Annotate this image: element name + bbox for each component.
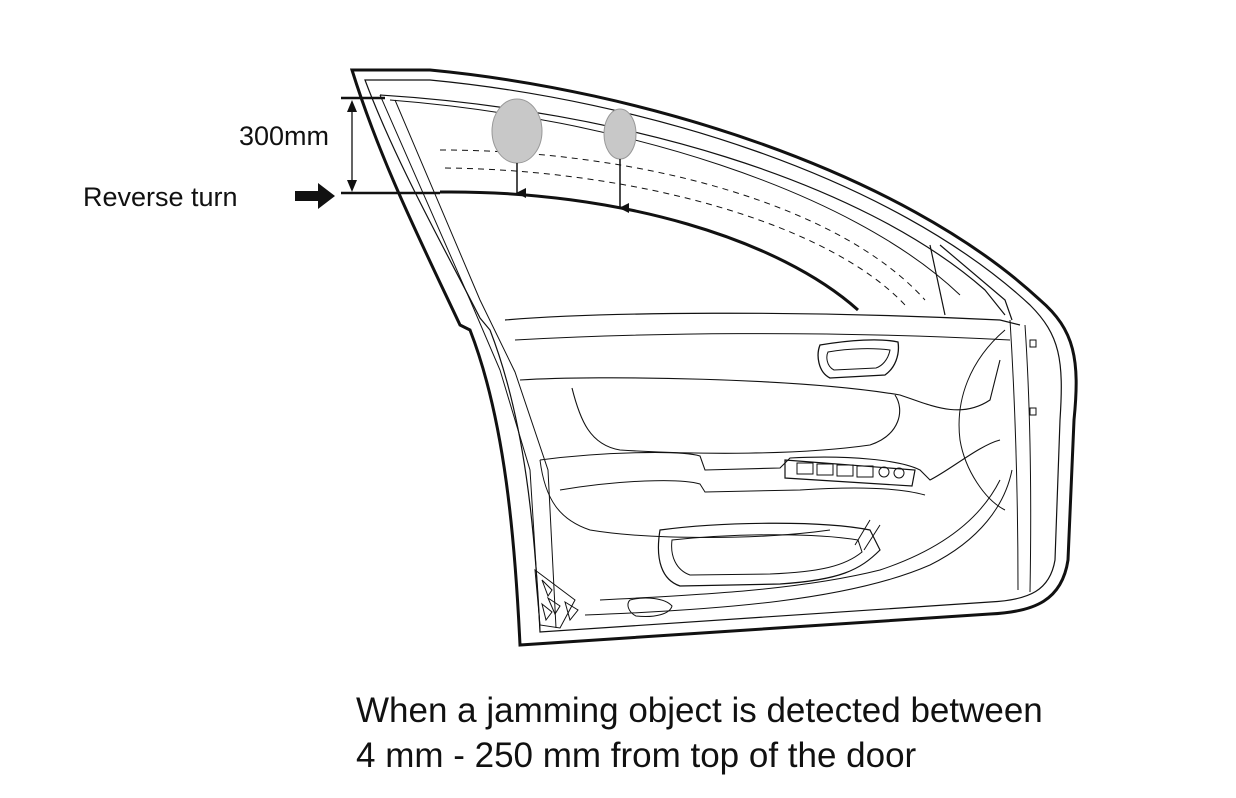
a-pillar-line-2 — [394, 99, 557, 629]
lower-trim-sweep-2 — [584, 469, 1013, 616]
glass-top-edge — [439, 190, 860, 312]
window-frame-top-2 — [389, 99, 961, 296]
door-pocket-outer — [657, 522, 881, 587]
trim-upper-curve — [519, 359, 1001, 411]
door-pocket-slats — [854, 519, 881, 551]
lower-trim-sweep — [599, 479, 1001, 601]
armrest-bottom — [559, 480, 926, 496]
window-dashed-line-2 — [444, 167, 906, 306]
trim-panel-curve — [571, 387, 901, 454]
dimension-label: 300mm — [239, 121, 329, 151]
a-pillar-line-1 — [379, 94, 541, 631]
speaker-grille — [534, 568, 576, 629]
caption: When a jamming object is detected betwee… — [356, 688, 1043, 778]
belt-line-2 — [514, 333, 1011, 341]
caption-line-2: 4 mm - 250 mm from top of the door — [356, 736, 917, 775]
dimension-arrowhead-bottom — [347, 180, 357, 192]
door-curve-front — [958, 329, 1006, 511]
armrest-top — [539, 439, 1001, 481]
door-outer-outline — [349, 68, 1078, 647]
dimension-arrowhead-top — [347, 100, 357, 112]
jamming-object-small — [603, 108, 637, 160]
window-switch-pack — [784, 459, 916, 487]
caption-line-1: When a jamming object is detected betwee… — [356, 691, 1043, 730]
door-handle — [817, 339, 900, 379]
reverse-turn-arrow-icon — [295, 183, 335, 209]
reverse-turn-label: Reverse turn — [83, 182, 238, 212]
grille-slats — [541, 579, 579, 622]
belt-line — [504, 312, 1021, 326]
door-handle-inner — [826, 348, 891, 371]
b-pillar — [929, 244, 1013, 321]
jamming-object-large — [491, 98, 543, 164]
window-dashed-line-1 — [439, 149, 926, 301]
switch-buttons — [796, 462, 905, 479]
latch-square-1 — [1029, 339, 1037, 348]
lower-pocket-handle — [627, 597, 673, 617]
window-frame-top — [379, 94, 1006, 316]
armrest-front — [539, 459, 831, 538]
door-pocket-inner — [671, 534, 863, 576]
latch-square-2 — [1029, 407, 1037, 416]
door-rear-edge — [1009, 319, 1032, 593]
